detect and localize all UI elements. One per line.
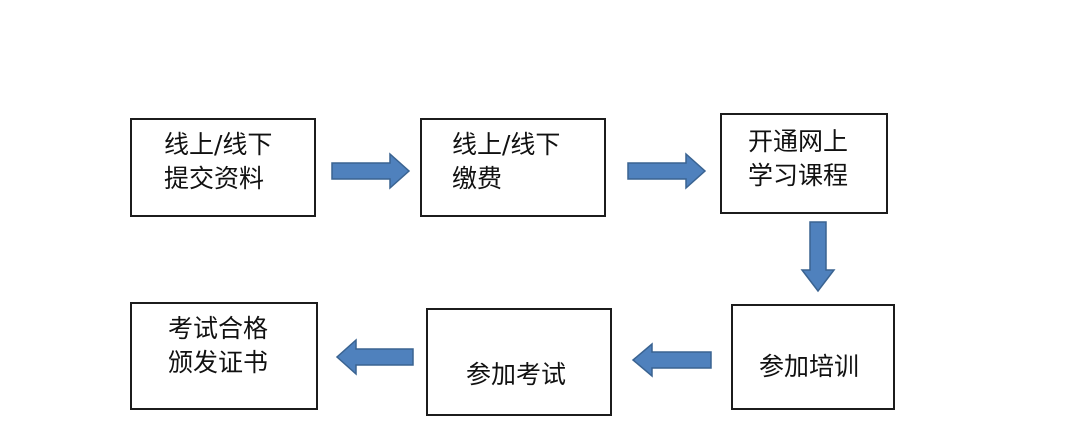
step-payment: 线上/线下 缴费 (420, 118, 606, 217)
step-label-line: 线上/线下 (164, 130, 273, 159)
step-open-online-course: 开通网上 学习课程 (720, 113, 888, 214)
step-submit-materials: 线上/线下 提交资料 (130, 118, 316, 217)
step-label-line: 参加培训 (759, 352, 860, 381)
step-label-line: 线上/线下 (452, 130, 561, 159)
step-attend-training: 参加培训 (731, 304, 895, 410)
step-take-exam: 参加考试 (426, 308, 612, 416)
step-label-line: 颁发证书 (168, 348, 269, 377)
arrow-left-icon (631, 342, 712, 378)
arrow-right-icon (627, 152, 707, 190)
step-label-line: 学习课程 (748, 161, 849, 190)
step-label-line: 提交资料 (164, 164, 265, 193)
arrow-down-icon (800, 221, 836, 293)
step-label-line: 参加考试 (466, 360, 567, 389)
arrow-left-icon (335, 338, 414, 376)
step-label-line: 考试合格 (168, 314, 269, 343)
step-pass-certificate: 考试合格 颁发证书 (130, 302, 318, 410)
step-label-line: 开通网上 (748, 127, 849, 156)
step-label-line: 缴费 (452, 164, 503, 193)
arrow-right-icon (331, 152, 411, 190)
